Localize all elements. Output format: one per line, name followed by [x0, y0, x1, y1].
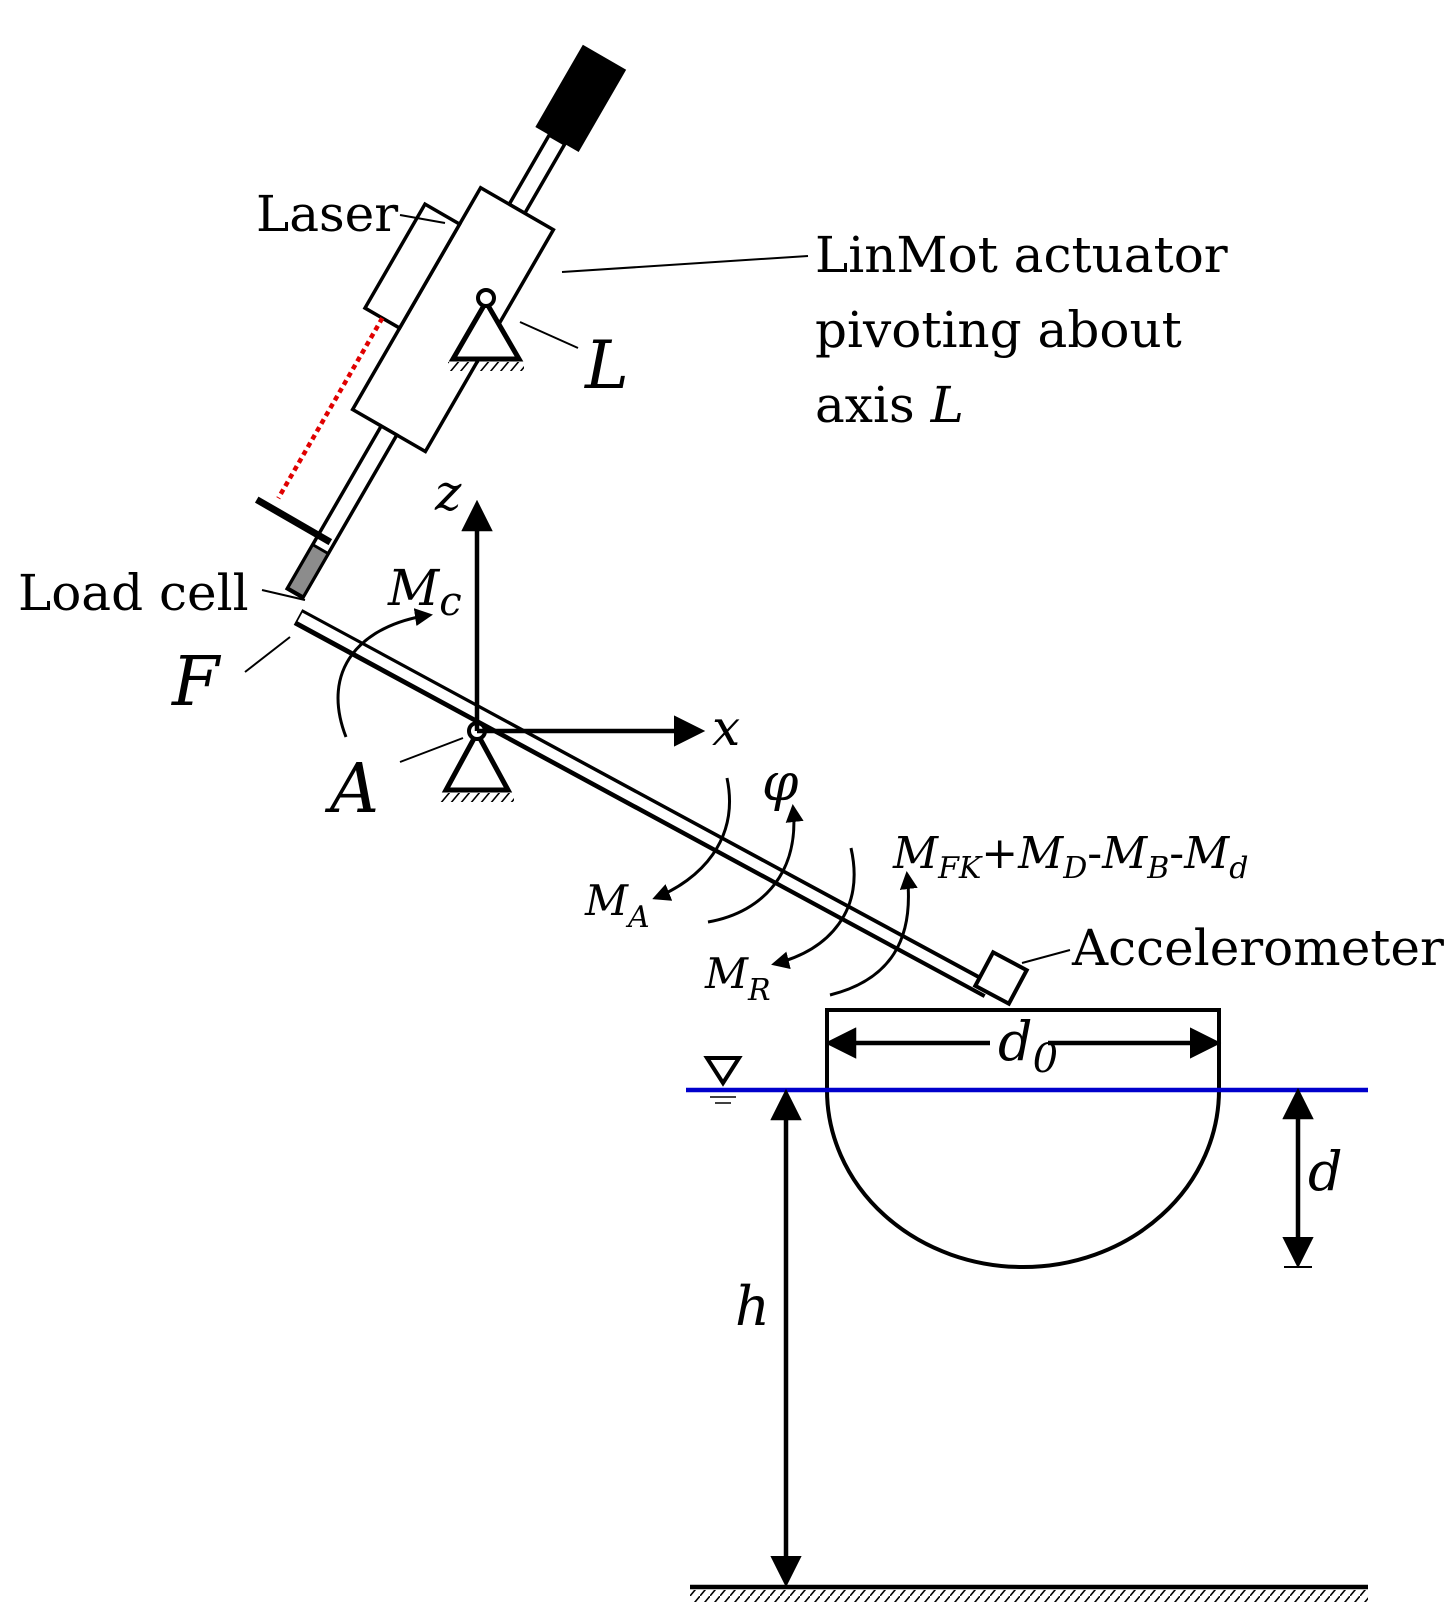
load-cell-leader: [261, 589, 306, 601]
accelerometer-label: Accelerometer: [1071, 919, 1444, 977]
linmot-leader: [561, 255, 809, 273]
accelerometer-leader: [1021, 949, 1071, 964]
point-F-label: F: [170, 643, 222, 722]
pivot-L-label: L: [584, 327, 629, 404]
ground-hatch: [448, 362, 524, 371]
moment-c-arc: [336, 608, 433, 738]
laser-reflector-plate: [254, 496, 333, 546]
load-cell-label: Load cell: [18, 564, 249, 622]
moment-R-arc: [771, 847, 856, 970]
pivot-L-support: [448, 288, 524, 371]
sea-bed-hatch: [690, 1590, 1368, 1602]
triangle-pin-support-icon: [448, 297, 524, 362]
ground-hatch: [440, 793, 514, 802]
pivot-L-leader: [519, 321, 579, 349]
linmot-label-line2: pivoting about: [815, 301, 1182, 359]
point-F-leader: [244, 636, 291, 673]
phi-label: φ: [762, 753, 799, 813]
moment-R-label: MR: [704, 949, 771, 1008]
load-cell: [285, 542, 331, 599]
laser-beam: [276, 316, 385, 500]
moment-A-label: MA: [584, 876, 650, 935]
actuator-motor-cap: [535, 44, 627, 152]
z-axis-label: z: [434, 464, 462, 522]
moment-phi-arc: [707, 804, 804, 924]
triangle-pin-support-icon: [441, 727, 513, 793]
linmot-label-line1: LinMot actuator: [815, 226, 1228, 284]
linmot-actuator: [254, 44, 627, 601]
linmot-label-line3: axis L: [815, 376, 964, 434]
moment-sum-arc: [829, 871, 918, 997]
d-label: d: [1308, 1140, 1343, 1203]
float-body: [825, 1008, 1221, 1269]
water-level-icon: [703, 1056, 743, 1104]
moment-c-label: Mc: [387, 559, 462, 625]
point-A-leader: [399, 737, 464, 763]
lever-beam: [293, 609, 993, 998]
d0-label: d0: [998, 1010, 1058, 1082]
actuator-upper-rod: [506, 132, 568, 216]
laser-label: Laser: [256, 185, 398, 243]
moment-sum-label: MFK+MD-MB-Md: [892, 828, 1248, 886]
moment-A-arc: [652, 777, 731, 901]
point-A-label: A: [324, 750, 379, 829]
pivot-pin: [476, 288, 496, 308]
laser-leader: [399, 214, 446, 224]
pivot-A-support: [440, 721, 514, 802]
h-label: h: [735, 1275, 770, 1338]
accelerometer: [972, 949, 1030, 1007]
x-axis-label: x: [712, 699, 740, 757]
